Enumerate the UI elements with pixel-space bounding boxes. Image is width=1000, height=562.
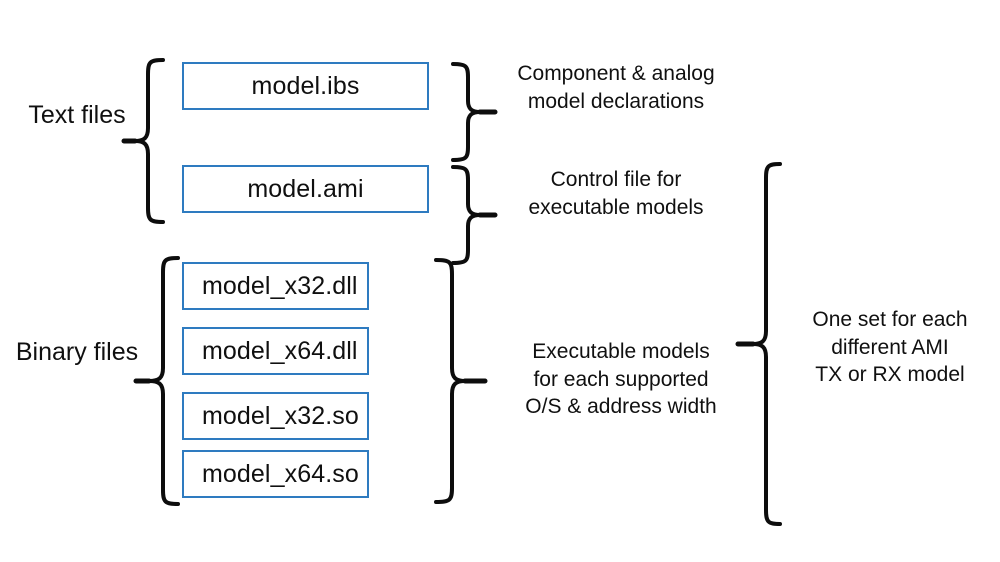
brace-text-files-left bbox=[121, 58, 165, 224]
brace-model-ami-right bbox=[451, 165, 498, 265]
file-box-model-x32-dll[interactable]: model_x32.dll bbox=[182, 262, 369, 310]
group-label-binary-files: Binary files bbox=[15, 338, 139, 366]
brace-binary-files-right bbox=[434, 258, 488, 504]
file-box-model-ibs[interactable]: model.ibs bbox=[182, 62, 429, 110]
file-box-model-x32-so[interactable]: model_x32.so bbox=[182, 392, 369, 440]
note-model-ibs: Component & analog model declarations bbox=[517, 62, 715, 113]
file-box-model-x64-so[interactable]: model_x64.so bbox=[182, 450, 369, 498]
note-model-ami: Control file for executable models bbox=[528, 168, 704, 219]
brace-overall-right bbox=[735, 162, 782, 526]
brace-binary-files-left bbox=[133, 256, 180, 506]
note-binary-files: Executable models for each supported O/S… bbox=[525, 340, 717, 419]
file-box-model-ami[interactable]: model.ami bbox=[182, 165, 429, 213]
file-box-model-x64-dll[interactable]: model_x64.dll bbox=[182, 327, 369, 375]
group-label-text-files: Text files bbox=[28, 101, 126, 129]
note-overall: One set for each different AMI TX or RX … bbox=[812, 308, 968, 387]
brace-model-ibs-right bbox=[451, 62, 498, 162]
